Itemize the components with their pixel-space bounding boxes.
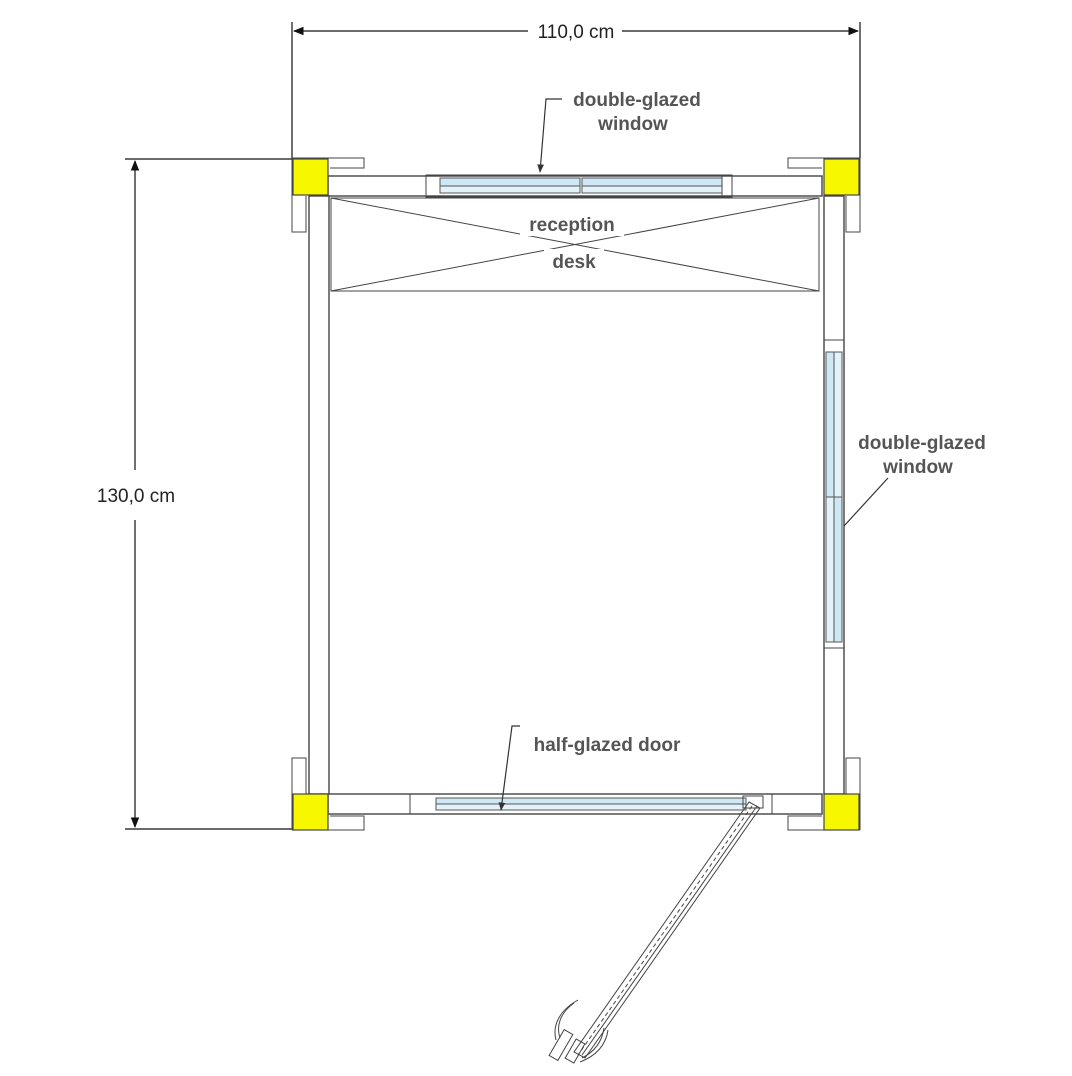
top-window-annotation: double-glazed window [537,90,701,173]
desk-label-line2: desk [552,252,596,273]
door-annotation: half-glazed door [498,725,681,811]
height-dimension: 130,0 cm [97,158,292,830]
desk-label-line1: reception [529,215,615,236]
door-handle-icon [548,999,609,1064]
corner-post [292,793,329,831]
corner-post [292,158,329,196]
side-window [823,339,845,649]
top-window-label-line2: window [597,114,668,135]
door [409,793,773,1064]
corner-bottom-right [787,757,861,831]
door-leaf [573,795,764,1059]
corner-top-right [787,157,861,233]
corner-bottom-left [291,757,365,831]
side-window-label-line1: double-glazed [858,433,986,454]
reception-desk: reception desk [330,197,820,292]
top-window [425,174,733,198]
height-dimension-label: 130,0 cm [97,486,175,507]
side-window-label-line2: window [882,457,953,478]
left-wall [308,195,330,795]
width-dimension-label: 110,0 cm [538,22,615,43]
corner-post [823,793,860,831]
corner-post [823,158,860,196]
width-dimension: 110,0 cm [291,22,861,158]
door-label: half-glazed door [534,735,681,756]
top-window-label-line1: double-glazed [573,90,701,111]
side-window-annotation: double-glazed window [843,433,986,527]
corner-top-left [291,157,365,233]
